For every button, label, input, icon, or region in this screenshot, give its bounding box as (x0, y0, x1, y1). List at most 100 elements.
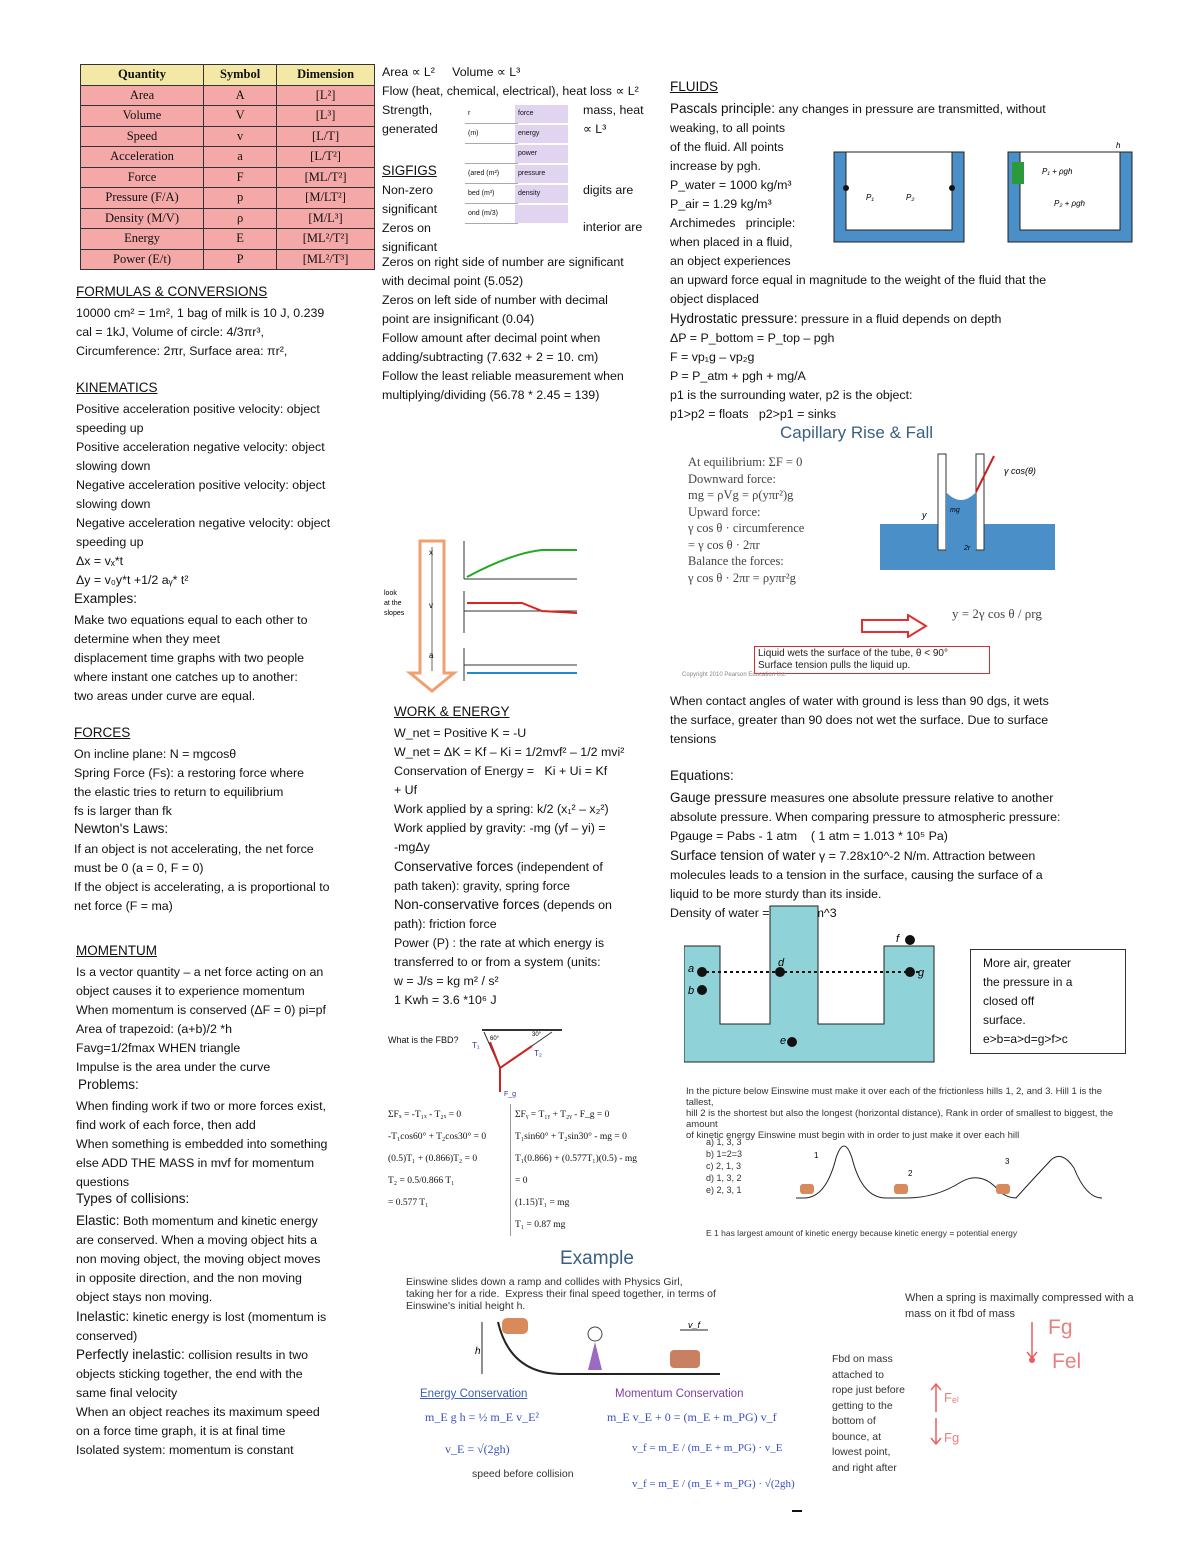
table-cell: Energy (79, 228, 205, 250)
capillary-result: y = 2γ cos θ / ρrg (952, 606, 1042, 621)
energy-eq-2: v_E = √(2gh) (445, 1442, 510, 1456)
ramp-diagram: h v_f (475, 1318, 720, 1375)
elastic-label: Elastic: (76, 1213, 120, 1228)
hill-3: 3 (1005, 1157, 1010, 1166)
hill-2: 2 (908, 1169, 913, 1178)
equation-line: = γ cos θ · 2πr (688, 537, 760, 552)
perfect-block: Perfectly inelastic: collision results i… (76, 1345, 376, 1460)
sigfigs-text: Zeros on right side of number are signif… (382, 255, 624, 402)
fluids-title: FLUIDS (670, 79, 719, 94)
sigfigs-right2: interior are (583, 220, 643, 234)
pig-cart-icon-2 (894, 1184, 908, 1194)
equation-line: ΣFᵧ = T₁ᵧ + T₂ᵧ - F_g = 0 (515, 1110, 610, 1120)
vf-label: v_f (688, 1320, 702, 1330)
contact-text: When contact angles of water with ground… (670, 694, 1049, 746)
mini-table-cell: power (515, 145, 568, 163)
examples-text: Make two equations equal to each other t… (74, 613, 308, 703)
energy-cons-label: Energy Conservation (420, 1388, 528, 1400)
equation-line: ΣFₓ = -T₁ₓ - T₂ₓ = 0 (388, 1110, 462, 1120)
physics-girl-head-icon (587, 1326, 603, 1342)
energy-eq-1: m_E g h = ½ m_E v_E² (425, 1410, 540, 1424)
slope-label-2: at the (384, 600, 402, 607)
mini-table-cell (515, 205, 568, 223)
point-d: d (778, 957, 785, 969)
cons-text: (independent of path taken): gravity, sp… (394, 860, 603, 893)
mini-table-cell: density (515, 185, 568, 203)
p1-rgh-label: P₁ + ρgh (1042, 167, 1073, 176)
table-cell: [L²] (276, 84, 375, 106)
perfect-label: Perfectly inelastic: (76, 1347, 185, 1362)
equation-line: γ cos θ · 2πr = ρyπr²g (688, 570, 796, 585)
inelastic-text: kinetic energy is lost (momentum is cons… (76, 1310, 327, 1343)
fbd-question: What is the FBD? (388, 1035, 459, 1045)
momentum-eq-1: m_E v_E + 0 = (m_E + m_PG) v_f (607, 1410, 777, 1424)
h-depth-label: h (1116, 141, 1121, 150)
strength-left: Strength, generated (382, 103, 438, 136)
table-cell: v (203, 125, 278, 147)
table-cell: Acceleration (79, 146, 205, 168)
kinematics-title: KINEMATICS (76, 380, 158, 395)
speed-before-label: speed before collision (472, 1468, 574, 1480)
pascal-label: Pascals principle: (670, 101, 776, 116)
capillary-copyright: Copyright 2010 Pearson Education Inc. (682, 672, 787, 678)
fel-small-label: Fₑₗ (944, 1390, 959, 1405)
left-tank-inner (845, 151, 953, 231)
surface-label: Surface tension of water (670, 848, 816, 863)
forces-text: On incline plane: N = mgcosθ Spring Forc… (74, 747, 304, 818)
combined-cart-icon (670, 1350, 700, 1368)
table-cell: [L³] (276, 105, 375, 127)
inelastic-label: Inelastic: (76, 1309, 130, 1324)
point-g: g (918, 967, 925, 979)
problems-title: Problems: (78, 1077, 139, 1092)
equations-title: Equations: (670, 768, 734, 783)
equation-line: T₁ = 0.87 mg (515, 1220, 566, 1230)
table-cell: Speed (79, 125, 205, 147)
example-text: Einswine slides down a ramp and collides… (406, 1276, 716, 1312)
table-cell: A (203, 84, 278, 106)
table-cell: [L/T²] (276, 146, 375, 168)
perfect-text: collision results in two objects stickin… (76, 1348, 320, 1457)
page-mark (792, 1510, 802, 1512)
equation-line: T₁sin60° + T₂sin30° - mg = 0 (515, 1132, 627, 1142)
examples-title: Examples: (74, 591, 138, 606)
mg-label: mg (950, 507, 960, 514)
table-cell: Density (M/V) (79, 207, 205, 229)
equation-line: Downward force: (688, 471, 776, 486)
mini-table-cell: (m) (465, 125, 518, 144)
table-cell: ρ (203, 207, 278, 229)
mini-table-cell: bed (m³) (465, 185, 518, 204)
equation-line: c) 2, 1, 3 (706, 1161, 742, 1171)
gauge-text: measures one absolute pressure relative … (670, 791, 1061, 843)
surface-text: γ = 7.28x10^-2 N/m. Attraction between m… (670, 849, 1043, 920)
table-cell: [ML²/T²] (276, 228, 375, 250)
equation-line: e) 2, 3, 1 (706, 1185, 742, 1195)
table-row: Power (E/t)P[ML²/T³] (79, 248, 375, 270)
cons-label: Conservative forces (394, 859, 514, 874)
table-cell: [M/L³] (276, 207, 375, 229)
newton-text: If an object is not accelerating, the ne… (74, 842, 330, 913)
table-cell: Force (79, 166, 205, 188)
momentum-cons-label: Momentum Conservation (615, 1388, 744, 1400)
h-label: h (475, 1346, 481, 1357)
piston-icon (1012, 162, 1024, 184)
point-a: a (688, 963, 694, 975)
table-cell: [ML²/T³] (276, 248, 375, 270)
hill-1: 1 (814, 1151, 819, 1160)
pascal-block: Pascals principle: any changes in pressu… (670, 99, 1130, 309)
newton-title: Newton's Laws: (74, 821, 169, 836)
t1-arrow-icon (489, 1041, 501, 1069)
physics-girl-body-icon (588, 1342, 602, 1370)
kinematics-text: Positive acceleration positive velocity:… (76, 402, 331, 587)
u-tank-diagram: a b d e f g (684, 905, 935, 1063)
equation-line: a) 1, 3, 3 (706, 1137, 742, 1147)
momentum-eq-2: v_f = m_E / (m_E + m_PG) · v_E (632, 1442, 783, 1454)
equation-line: b) 1=2=3 (706, 1149, 743, 1159)
pascal-text: any changes in pressure are transmitted,… (670, 102, 1047, 306)
